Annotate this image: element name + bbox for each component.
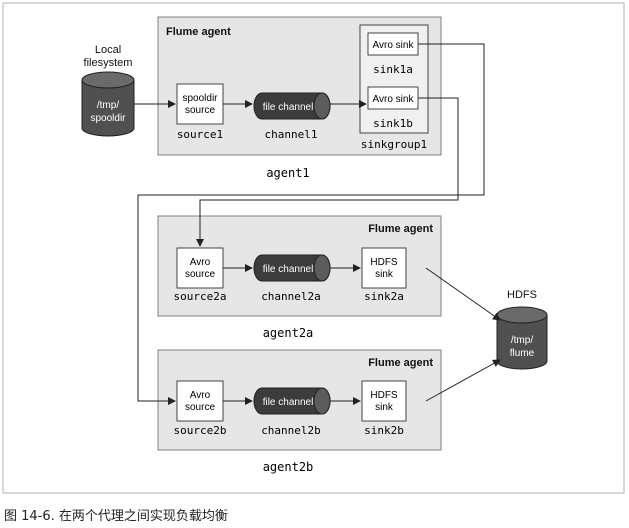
sinkgroup1-name: sinkgroup1 [361, 138, 427, 151]
hdfs-text-line1: /tmp/ [511, 335, 533, 346]
agent2a-channel-text: file channel [263, 264, 314, 275]
connector-sink1b-to-source2a [196, 97, 459, 247]
agent1-sink-b-text: Avro sink [373, 94, 415, 105]
agent2b-source-line2: source [185, 402, 215, 413]
agent1-sink-a-text: Avro sink [373, 40, 415, 51]
figure-caption: 图 14-6. 在两个代理之间实现负载均衡 [4, 509, 228, 524]
local-fs-text-line2: spooldir [90, 113, 126, 124]
agent1-sink-b-name: sink1b [373, 117, 413, 130]
agent1-sink-a-name: sink1a [373, 63, 413, 76]
agent2a-sink-box [361, 247, 407, 289]
agent2b-channel [253, 387, 331, 415]
agent2a-channel-name: channel2a [261, 290, 321, 303]
agent2b-sink-line1: HDFS [370, 390, 398, 401]
agent2b-source-line1: Avro [190, 390, 211, 401]
agent1-source-name: source1 [177, 128, 223, 141]
agent1-name: agent1 [266, 166, 309, 180]
agent2b-channel-name: channel2b [261, 424, 321, 437]
agent2a-channel [253, 254, 331, 282]
agent1-source-line1: spooldir [182, 93, 218, 104]
agent2b-name: agent2b [263, 460, 314, 474]
agent2b-sink-name: sink2b [364, 424, 404, 437]
agent2b-source-box [176, 380, 224, 422]
connector-sink2a-to-hdfs [425, 267, 501, 321]
local-fs-text-line1: /tmp/ [97, 100, 119, 111]
agent1-channel-name: channel1 [265, 128, 318, 141]
agent2a-sink-line2: sink [375, 269, 394, 280]
connector-sink1a-to-source2b [137, 43, 485, 405]
outer-frame [2, 2, 625, 494]
connector-sink2b-to-hdfs [425, 359, 501, 402]
agent1-source-box [176, 83, 224, 125]
agent2a-source-line1: Avro [190, 257, 211, 268]
agent2a-source-line2: source [185, 269, 215, 280]
hdfs-label: HDFS [507, 289, 537, 301]
agent2a-title: Flume agent [368, 223, 433, 235]
agent2b-source-name: source2b [174, 424, 227, 437]
agent1-title: Flume agent [166, 26, 231, 38]
agent2b-title: Flume agent [368, 357, 433, 369]
agent2b-sink-box [361, 380, 407, 422]
agent2a-sink-line1: HDFS [370, 257, 398, 268]
local-fs-cylinder [81, 71, 135, 137]
agent2a-source-name: source2a [174, 290, 227, 303]
local-fs-label-line2: filesystem [84, 57, 133, 69]
agent2b-channel-text: file channel [263, 397, 314, 408]
agent2a-name: agent2a [263, 326, 314, 340]
agent2a-sink-name: sink2a [364, 290, 404, 303]
agent1-channel-text: file channel [263, 102, 314, 113]
diagram-canvas: Flume agent Local filesystem /tmp/ spool… [2, 2, 625, 494]
local-fs-label-line1: Local [95, 44, 121, 56]
agent2b-sink-line2: sink [375, 402, 394, 413]
agent1-channel [253, 92, 331, 120]
hdfs-text-line2: flume [510, 348, 535, 359]
agent1-source-line2: source [185, 105, 215, 116]
agent2a-source-box [176, 247, 224, 289]
